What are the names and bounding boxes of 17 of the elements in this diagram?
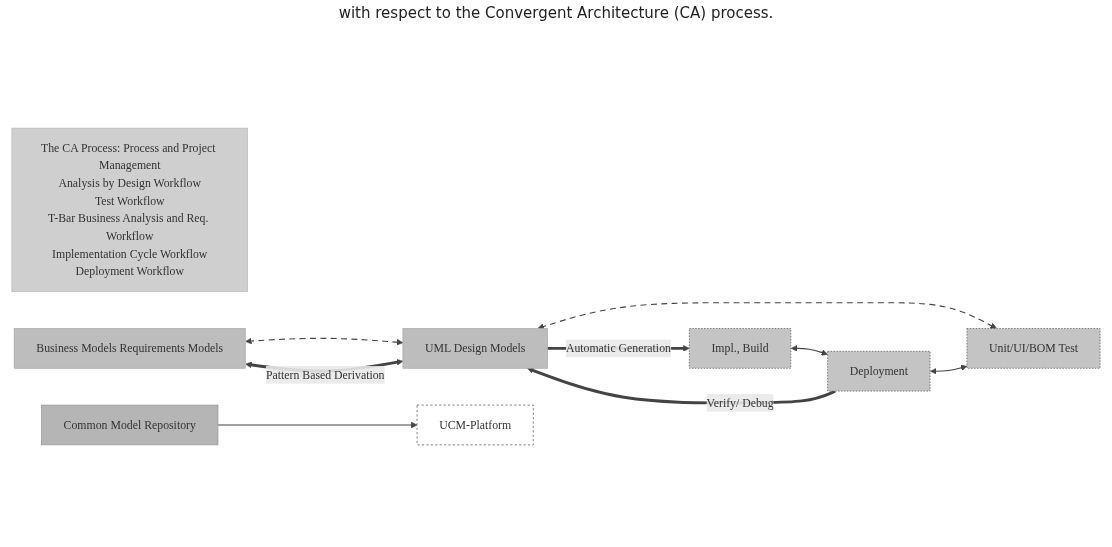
arrow — [245, 337, 404, 346]
node-box: Deployment — [827, 350, 931, 392]
arrow — [537, 302, 997, 330]
node-box: The CA Process: Process and Project Management Analysis by Design Workflow Test Workflow T-Bar Business Analysis and Req. Workflow Implementation Cycle Workflow Deployment Workflow — [11, 127, 248, 293]
node-box: UCM-Platform — [416, 404, 534, 446]
edge-label: Pattern Based Derivation — [266, 368, 385, 381]
edge-label: Verify/ Debug — [706, 396, 774, 409]
node-box: Common Model Repository — [41, 404, 219, 446]
edge-label: Automatic Generation — [565, 341, 671, 355]
node-box: UML Design Models — [402, 328, 548, 369]
caption: with respect to the Convergent Architecture (CA) process. — [338, 4, 774, 22]
node-box: Business Models Requirements Models — [13, 328, 246, 369]
arrow — [217, 421, 418, 429]
arrow — [930, 364, 968, 375]
arrow — [790, 345, 828, 356]
node-box: Impl., Build — [688, 328, 792, 369]
node-box: Unit/UI/BOM Test — [966, 328, 1101, 369]
